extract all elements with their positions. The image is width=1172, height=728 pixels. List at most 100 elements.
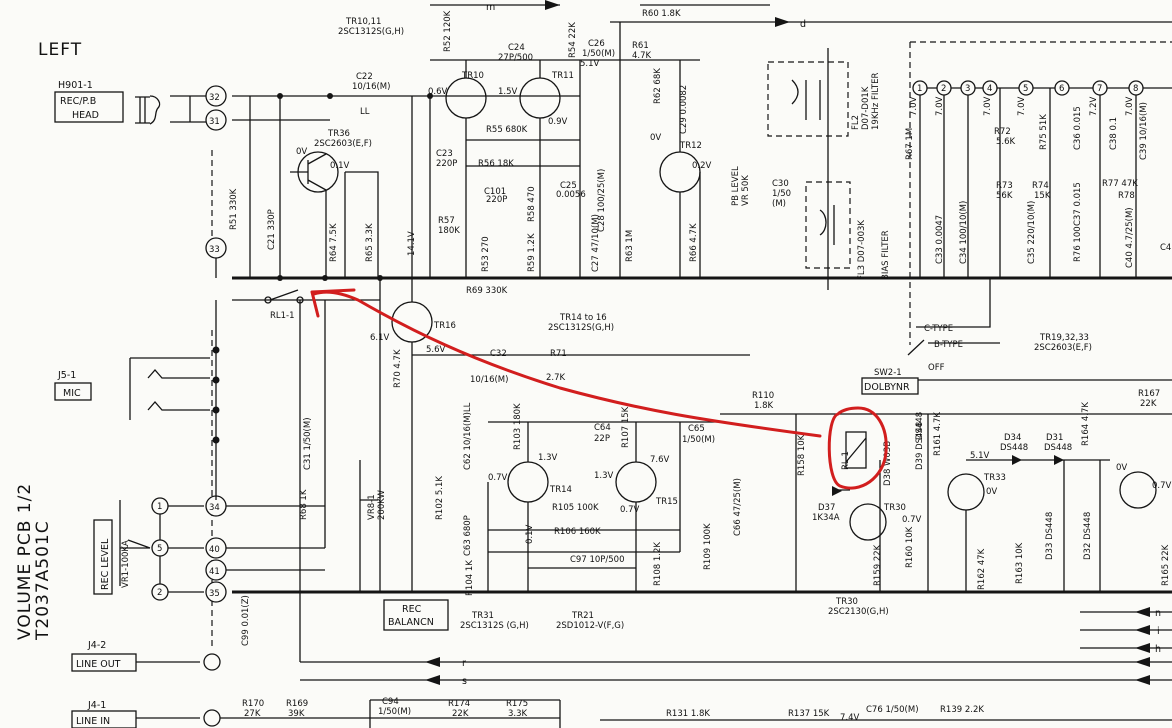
- r53-label: R53 270: [481, 236, 491, 272]
- dolby-label: DOLBYNR: [864, 382, 910, 393]
- fl3-label: FL3 D07-003K: [857, 220, 867, 280]
- red-arrow-line: [312, 290, 822, 438]
- head-label-line1: REC/P.B: [60, 96, 96, 107]
- top-node-4: 4: [987, 84, 992, 94]
- d34-diode: [1012, 455, 1022, 465]
- r110-label: R110: [752, 391, 774, 401]
- tr33-v-collector: 5.1V: [970, 451, 990, 461]
- tr33-symbol: [947, 473, 985, 511]
- red-circle-relay: [827, 406, 888, 490]
- fl2-coil: [791, 48, 829, 290]
- r170-label: R170: [242, 699, 264, 709]
- r55-label: R55 680K: [486, 125, 528, 135]
- r61-label: R61: [632, 41, 649, 51]
- tr33-label: TR33: [983, 473, 1006, 483]
- volume-pcb-label: VOLUME PCB 1/2 T2037A501C: [15, 483, 53, 641]
- r61-value: 4.7K: [632, 51, 652, 61]
- sw2-1-label: SW2-1: [874, 368, 902, 378]
- signal-m-label: m: [486, 2, 495, 13]
- tr30-symbol: [849, 503, 887, 541]
- node-v-70e: 7.0V: [1125, 96, 1135, 116]
- tr36-wires: [290, 153, 379, 278]
- signal-i-label: i: [1157, 626, 1160, 637]
- head-id: H901-1: [58, 80, 93, 91]
- r175-label: R175: [506, 699, 528, 709]
- node-2: 2: [151, 583, 169, 601]
- d33-label: D33 DS448: [1045, 512, 1055, 560]
- tr30-label-bottom: TR30: [835, 597, 858, 607]
- pin-32-text: 32: [209, 93, 220, 103]
- r102-label: R102 5.1K: [435, 476, 445, 520]
- r106-label: R106 160K: [554, 527, 601, 537]
- node-v-70a: 7.0V: [909, 96, 919, 116]
- r160-label: R160 10K: [905, 526, 915, 568]
- signal-m-arrow: m: [486, 0, 560, 13]
- r74-label: R74: [1032, 181, 1049, 191]
- tr15-symbol: [615, 461, 657, 503]
- c64-label: C64: [594, 423, 611, 433]
- c36-label: C36 0.015: [1073, 106, 1083, 150]
- tr19-label: TR19,32,33: [1039, 333, 1089, 343]
- rec-path-wires: [299, 300, 326, 662]
- tr10-11-type: 2SC1312S(G,H): [338, 27, 404, 37]
- dolby-box: [861, 377, 919, 395]
- signal-s-arrow: s: [300, 675, 1172, 687]
- c65-label: C65: [688, 424, 705, 434]
- r104-label: R104 1K: [465, 560, 475, 596]
- r175-value: 3.3K: [508, 709, 528, 719]
- tr30-label: TR30: [883, 503, 906, 513]
- tr31-label: TR31: [471, 611, 494, 621]
- mic-label: MIC: [63, 388, 81, 399]
- r63-label: R63 1M: [625, 230, 635, 262]
- tr21-label: TR21: [571, 611, 594, 621]
- c31-label: C31 1/50(M): [303, 417, 313, 470]
- tr14-label: TR14: [549, 485, 572, 495]
- tr12-v-emitter: 0.2V: [692, 161, 712, 171]
- node-5-text: 5: [157, 544, 162, 554]
- pin-34-text: 34: [209, 503, 220, 513]
- node-v-72: 7.2V: [1089, 96, 1099, 116]
- tr10-label: TR10: [461, 71, 484, 81]
- bottom-row-wires: [220, 699, 1172, 728]
- pcb-code-text: T2037A501C: [33, 520, 53, 641]
- tr32-v-base: 0V: [1116, 463, 1127, 473]
- tr15-v-emitter: 0.7V: [620, 505, 640, 515]
- tr36-type: 2SC2603(E,F): [314, 139, 372, 149]
- r139-label: R139 2.2K: [940, 705, 984, 715]
- r110-value: 1.8K: [754, 401, 774, 411]
- r74-value: 15K: [1034, 191, 1051, 201]
- r161-label: R161 4.7K: [933, 412, 943, 456]
- top-node-2: 2: [941, 84, 946, 94]
- tr16-v-emitter: 5.6V: [426, 345, 446, 355]
- c26-value: 1/50(M): [582, 49, 615, 59]
- c27-label: C27 47/10(M): [591, 214, 601, 272]
- r73-value: 56K: [996, 191, 1013, 201]
- tr15-label: TR15: [655, 497, 678, 507]
- node-5: 5: [151, 539, 169, 557]
- tr10-11-wires: [429, 59, 620, 278]
- r162-label: R162 47K: [977, 548, 987, 590]
- fl3-coil: [819, 205, 835, 245]
- tr33-wires: [965, 459, 1110, 592]
- tr32-v-emitter: 0.7V: [1152, 481, 1172, 491]
- top-node-8: 8: [1133, 84, 1138, 94]
- r78-label: R78: [1118, 191, 1135, 201]
- c66-label: C66 47/25(M): [733, 478, 743, 536]
- top-node-5: 5: [1023, 84, 1028, 94]
- r71-value: 2.7K: [546, 373, 566, 383]
- signal-d-arrow: d: [775, 17, 806, 30]
- d32-label: D32 DS448: [1083, 512, 1093, 560]
- line-in-box: [71, 710, 137, 728]
- c34-label: C34 100/10(M): [959, 201, 969, 264]
- r163-label: R163 10K: [1015, 542, 1025, 584]
- tr11-symbol: [519, 77, 561, 119]
- r169-value: 39K: [288, 709, 305, 719]
- line-jack-wires: [136, 661, 200, 719]
- r68-label: R68 1K: [299, 489, 309, 520]
- w03b-label: W03B: [883, 441, 893, 466]
- d31-label: D31: [1046, 433, 1063, 443]
- r169-label: R169: [286, 699, 308, 709]
- signal-s-label: s: [462, 676, 467, 687]
- head-box: [54, 91, 124, 123]
- volume-pcb-text: VOLUME PCB 1/2: [15, 483, 35, 640]
